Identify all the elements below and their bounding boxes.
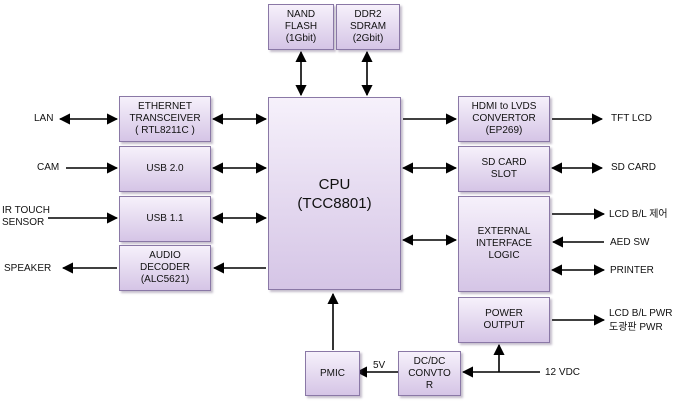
label-12vdc: 12 VDC: [545, 367, 581, 378]
pmic-block: PMIC: [305, 351, 360, 396]
label-lcd-bl-ctrl: LCD B/L 제어: [609, 209, 668, 220]
label-ir-touch: IR TOUCH SENSOR: [2, 205, 50, 228]
label-speaker: SPEAKER: [4, 263, 52, 274]
external-interface-block: EXTERNAL INTERFACE LOGIC: [458, 196, 550, 292]
label-printer: PRINTER: [610, 265, 654, 276]
label-5v: 5V: [373, 360, 386, 371]
power-output-block: POWER OUTPUT: [458, 297, 550, 343]
usb20-block: USB 2.0: [119, 146, 211, 192]
label-aed-sw: AED SW: [610, 237, 650, 248]
label-tft-lcd: TFT LCD: [611, 113, 652, 124]
label-pwr2: 도광판 PWR: [609, 322, 663, 333]
label-lan: LAN: [34, 113, 54, 124]
cpu-block: CPU (TCC8801): [268, 97, 401, 290]
label-sd-card: SD CARD: [611, 162, 657, 173]
hdmi-lvds-block: HDMI to LVDS CONVERTOR (EP269): [458, 96, 550, 142]
label-cam: CAM: [37, 162, 60, 173]
nand-flash-block: NAND FLASH (1Gbit): [268, 4, 334, 50]
usb11-block: USB 1.1: [119, 196, 211, 242]
audio-decoder-block: AUDIO DECODER (ALC5621): [119, 245, 211, 291]
ddr2-sdram-block: DDR2 SDRAM (2Gbit): [336, 4, 400, 50]
sd-card-slot-block: SD CARD SLOT: [458, 146, 550, 192]
label-lcd-bl-pwr: LCD B/L PWR: [609, 308, 673, 319]
dcdc-convertor-block: DC/DC CONVTO R: [398, 351, 461, 396]
ethernet-transceiver-block: ETHERNET TRANSCEIVER ( RTL8211C ): [119, 96, 211, 142]
